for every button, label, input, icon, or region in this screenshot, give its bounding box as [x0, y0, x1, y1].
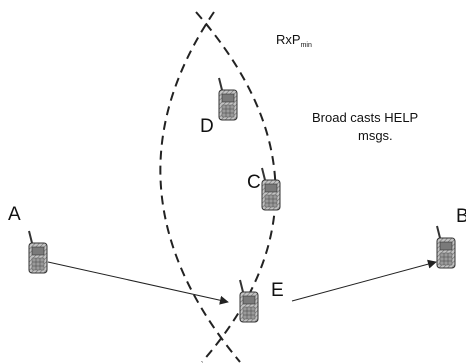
- link-a-to-e: [47, 261, 229, 305]
- broadcast-note-line-2: msgs.: [358, 128, 393, 143]
- node-d-label: D: [200, 116, 214, 137]
- range-boundary-label: RxPmin: [276, 32, 312, 49]
- broadcast-note-line-1: Broad casts HELP: [312, 110, 418, 125]
- link-e-to-b: [291, 259, 437, 302]
- node-c-phone-icon: [261, 167, 281, 211]
- node-b-label: B: [456, 206, 466, 227]
- node-a-label: A: [8, 204, 21, 225]
- node-e-phone-icon: [239, 279, 259, 323]
- node-d-phone-icon: [218, 77, 238, 121]
- node-c-label: C: [247, 172, 261, 193]
- range-boundary-left-arc: [159, 11, 241, 363]
- node-e-label: E: [271, 280, 284, 301]
- node-b-phone-icon: [436, 225, 456, 269]
- node-a-phone-icon: [28, 230, 48, 274]
